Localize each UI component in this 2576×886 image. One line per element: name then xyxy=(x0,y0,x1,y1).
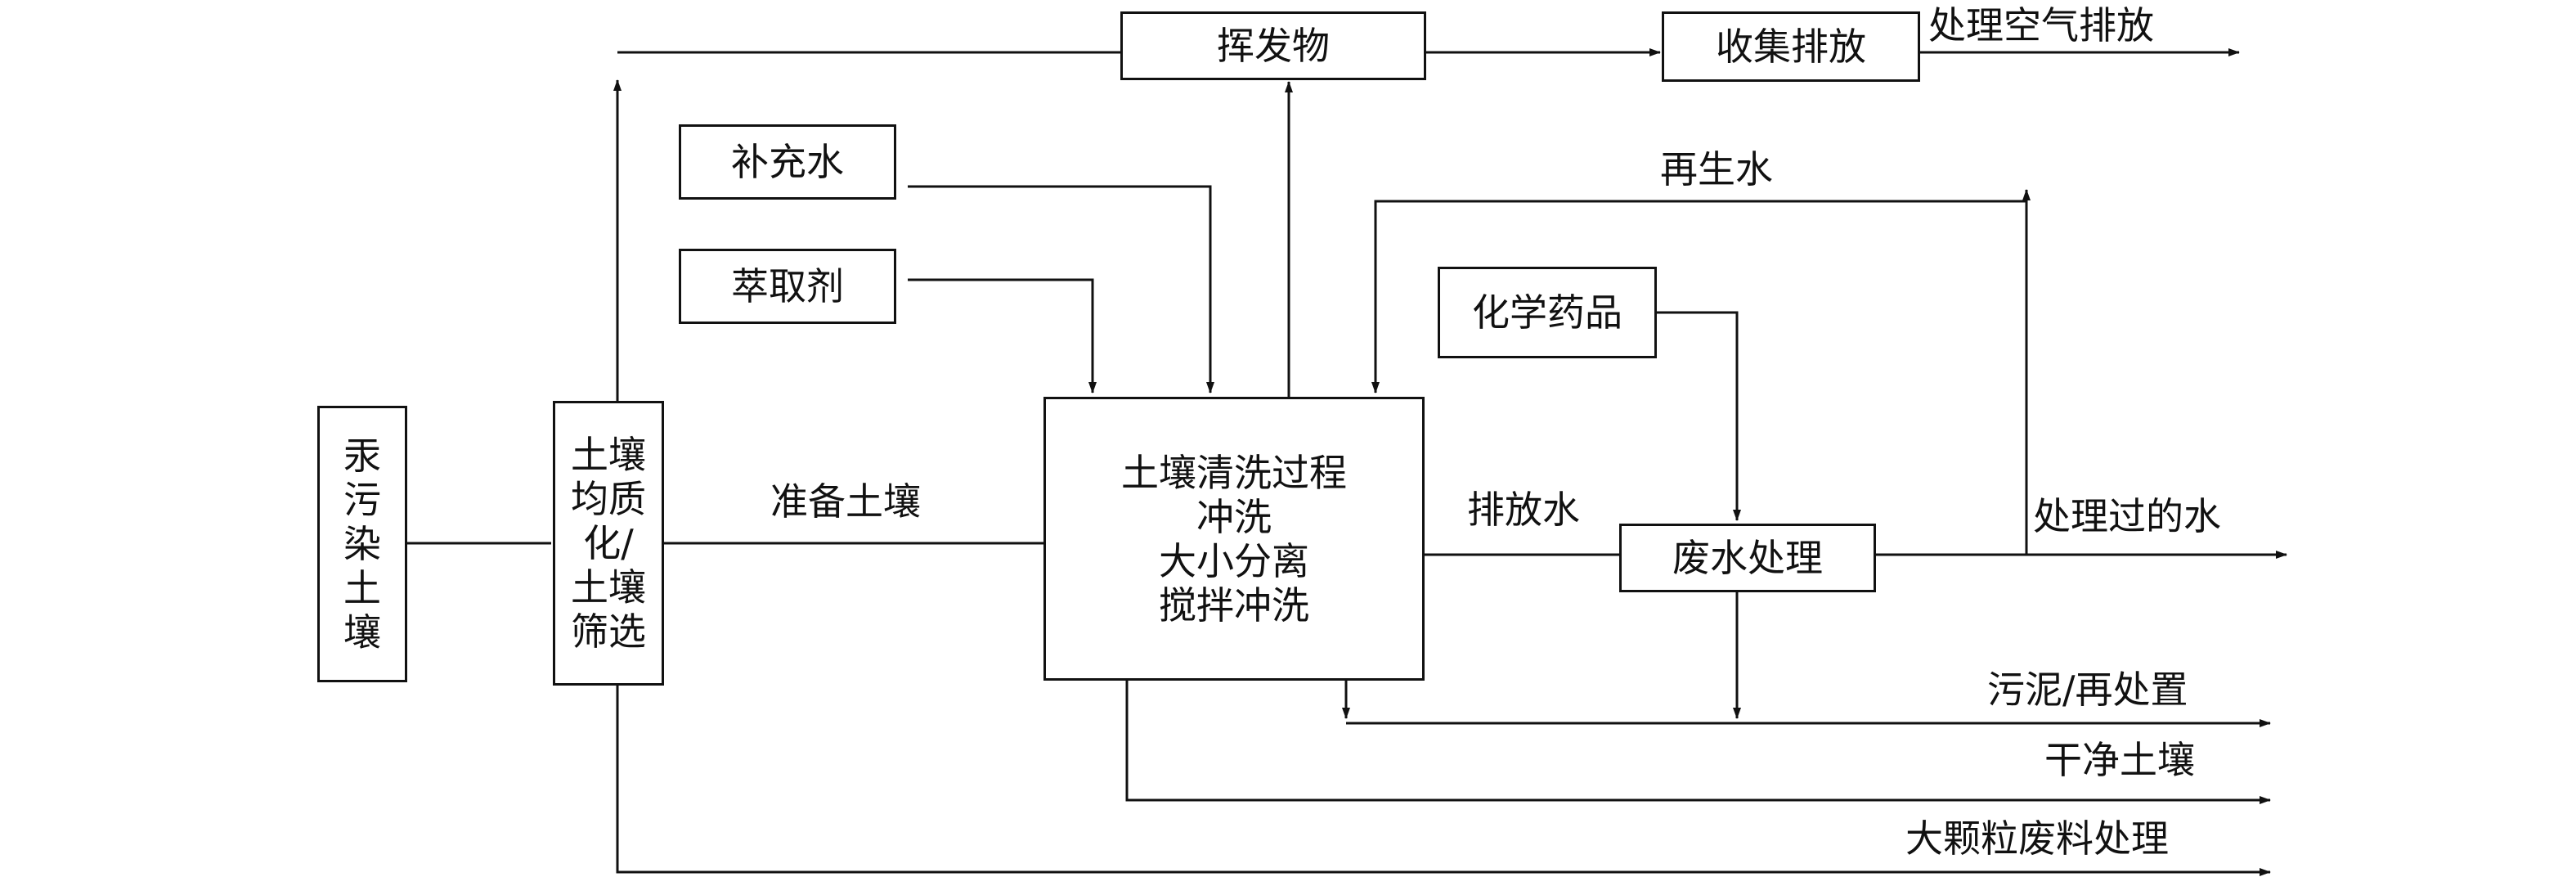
node-contaminated-soil-line-1: 汞 xyxy=(343,434,381,478)
edge-clean-soil xyxy=(1125,681,2271,804)
node-collect-discharge: 收集排放 xyxy=(1662,11,1920,82)
node-washing-line-1: 土壤清洗过程 xyxy=(1121,450,1347,495)
node-homogenize-line-1: 土壤 xyxy=(571,433,646,477)
node-contaminated-soil-line-4: 土 xyxy=(343,566,381,610)
node-washing-line-3: 大小分离 xyxy=(1159,538,1309,583)
node-homogenize-line-2: 均质 xyxy=(571,477,646,521)
node-contaminated-soil-line-2: 污 xyxy=(343,478,381,522)
node-homogenize-screen: 土壤 均质 化/ 土壤 筛选 xyxy=(553,401,664,686)
node-washing-line-2: 冲洗 xyxy=(1196,494,1272,539)
node-washing-line-4: 搅拌冲洗 xyxy=(1159,582,1309,627)
node-contaminated-soil: 汞 污 染 土 壤 xyxy=(317,406,407,682)
node-homogenize-line-5: 筛选 xyxy=(571,609,646,654)
node-soil-washing-process: 土壤清洗过程 冲洗 大小分离 搅拌冲洗 xyxy=(1043,397,1425,681)
edge-chemicals xyxy=(1657,311,1741,521)
node-wastewater-treatment-label: 废水处理 xyxy=(1672,536,1823,580)
node-contaminated-soil-line-5: 壤 xyxy=(343,610,381,654)
node-homogenize-line-4: 土壤 xyxy=(571,565,646,609)
label-discharge-water: 排放水 xyxy=(1467,488,1580,532)
label-prepared-soil: 准备土壤 xyxy=(770,479,921,524)
node-makeup-water: 补充水 xyxy=(679,124,896,200)
label-sludge: 污泥/再处置 xyxy=(1987,668,2188,712)
label-clean-soil: 干净土壤 xyxy=(2044,738,2195,782)
node-makeup-water-label: 补充水 xyxy=(731,140,844,184)
node-homogenize-line-3: 化/ xyxy=(583,521,634,565)
node-extractant: 萃取剂 xyxy=(679,249,896,324)
label-large-particles: 大颗粒废料处理 xyxy=(1905,816,2169,861)
label-treated-air: 处理空气排放 xyxy=(1928,3,2154,47)
node-extractant-label: 萃取剂 xyxy=(731,264,844,308)
edge-extractant xyxy=(908,278,1097,394)
label-recycled-water: 再生水 xyxy=(1660,147,1773,191)
node-wastewater-treatment: 废水处理 xyxy=(1619,524,1876,592)
node-contaminated-soil-line-3: 染 xyxy=(343,522,381,566)
label-treated-water: 处理过的水 xyxy=(2033,494,2221,538)
edge-large-particles xyxy=(616,686,2271,876)
edge-makeup-water xyxy=(908,185,1214,394)
node-chemicals: 化学药品 xyxy=(1438,267,1657,358)
node-chemicals-label: 化学药品 xyxy=(1472,290,1622,335)
node-collect-discharge-label: 收集排放 xyxy=(1716,25,1866,69)
node-volatiles-label: 挥发物 xyxy=(1217,24,1330,68)
node-volatiles: 挥发物 xyxy=(1120,11,1426,80)
